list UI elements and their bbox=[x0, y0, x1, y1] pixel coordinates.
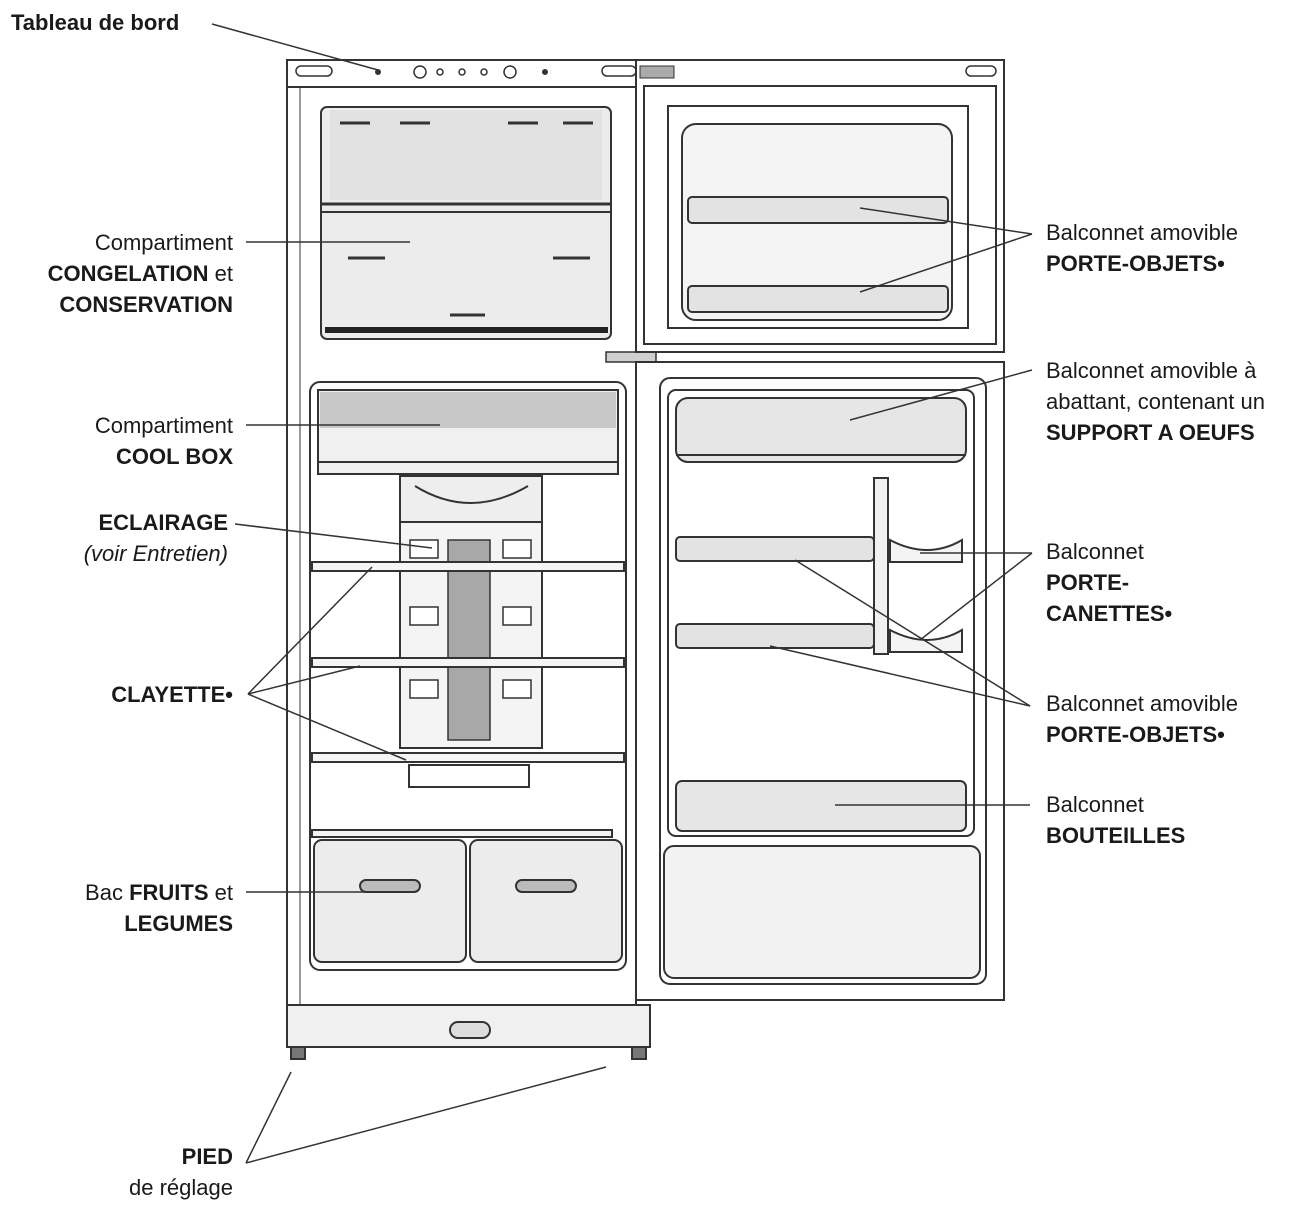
tableau-de-bord-text: Tableau de bord bbox=[11, 10, 179, 35]
fruits-text: FRUITS bbox=[129, 880, 208, 905]
freezer-compartment bbox=[320, 107, 612, 339]
cool-box-text: COOL BOX bbox=[116, 444, 233, 469]
canettes-text: CANETTES• bbox=[1046, 601, 1172, 626]
eclairage-text: ECLAIRAGE bbox=[98, 510, 228, 535]
pied-text: PIED bbox=[182, 1144, 233, 1169]
label-support-oeufs: Balconnet amovible à abattant, contenant… bbox=[1046, 355, 1265, 448]
compartiment-text-2: Compartiment bbox=[95, 413, 233, 438]
label-porte-canettes: Balconnet PORTE- CANETTES• bbox=[1046, 536, 1172, 629]
label-eclairage: ECLAIRAGE (voir Entretien) bbox=[84, 507, 228, 569]
compartiment-text-1: Compartiment bbox=[95, 230, 233, 255]
bac-text: Bac bbox=[85, 880, 129, 905]
label-congelation: Compartiment CONGELATION et CONSERVATION bbox=[48, 227, 233, 320]
label-bac-fruits: Bac FRUITS et LEGUMES bbox=[85, 877, 233, 939]
voir-entretien-text: (voir Entretien) bbox=[84, 541, 228, 566]
cool-box bbox=[318, 390, 618, 474]
congelation-text: CONGELATION bbox=[48, 261, 209, 286]
bouteilles-text: BOUTEILLES bbox=[1046, 823, 1185, 848]
de-reglage-text: de réglage bbox=[129, 1175, 233, 1200]
et-text-2: et bbox=[209, 880, 233, 905]
porte-text: PORTE- bbox=[1046, 570, 1129, 595]
label-pied: PIED de réglage bbox=[129, 1141, 233, 1203]
balconnet-text-1: Balconnet bbox=[1046, 539, 1144, 564]
label-cool-box: Compartiment COOL BOX bbox=[95, 410, 233, 472]
porte-objets-text-1: PORTE-OBJETS• bbox=[1046, 251, 1225, 276]
label-clayette: CLAYETTE• bbox=[111, 679, 233, 710]
support-a-oeufs-text: SUPPORT A OEUFS bbox=[1046, 420, 1255, 445]
et-text-1: et bbox=[209, 261, 233, 286]
balconnet-text-2: Balconnet bbox=[1046, 792, 1144, 817]
freezer-door bbox=[636, 60, 1004, 352]
label-balconnet-porte-objets-2: Balconnet amovible PORTE-OBJETS• bbox=[1046, 688, 1238, 750]
label-tableau-de-bord: Tableau de bord bbox=[11, 7, 179, 38]
light-unit bbox=[400, 476, 542, 748]
base bbox=[287, 1005, 650, 1059]
clayette-text: CLAYETTE• bbox=[111, 682, 233, 707]
balconnet-amovible-text-2: Balconnet amovible bbox=[1046, 691, 1238, 716]
label-balconnet-porte-objets-1: Balconnet amovible PORTE-OBJETS• bbox=[1046, 217, 1238, 279]
balconnet-abattant-text-2: abattant, contenant un bbox=[1046, 389, 1265, 414]
balconnet-amovible-text-1: Balconnet amovible bbox=[1046, 220, 1238, 245]
balconnet-abattant-text-1: Balconnet amovible à bbox=[1046, 358, 1256, 383]
conservation-text: CONSERVATION bbox=[59, 292, 233, 317]
porte-objets-text-2: PORTE-OBJETS• bbox=[1046, 722, 1225, 747]
legumes-text: LEGUMES bbox=[124, 911, 233, 936]
fridge-door bbox=[636, 362, 1004, 1000]
label-bouteilles: Balconnet BOUTEILLES bbox=[1046, 789, 1185, 851]
